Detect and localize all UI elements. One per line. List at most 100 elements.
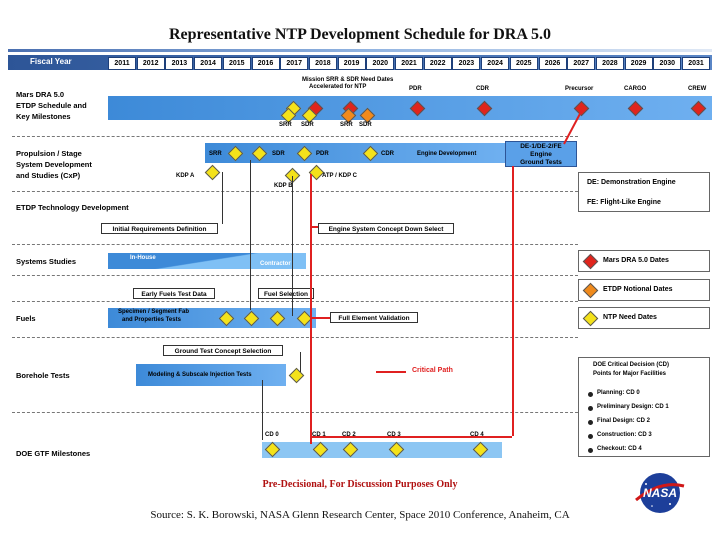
mission-callout-2: Accelerated for NTP bbox=[309, 84, 367, 90]
legend-cd-item: Checkout: CD 4 bbox=[597, 446, 642, 452]
prop-sdr-label: SDR bbox=[272, 151, 285, 157]
year-cell-2014: 2014 bbox=[194, 57, 223, 70]
bullet-icon bbox=[588, 448, 593, 453]
row-label-fuels: Fuels bbox=[16, 314, 36, 323]
connector-line bbox=[262, 380, 263, 440]
year-cell-2021: 2021 bbox=[395, 57, 423, 70]
legend-ntp-dates: NTP Need Dates bbox=[578, 307, 710, 329]
row-separator bbox=[12, 275, 578, 276]
header-rule bbox=[8, 49, 712, 52]
year-cell-2011: 2011 bbox=[108, 57, 136, 70]
atp-label: ATP / KDP C bbox=[322, 173, 358, 179]
cd3-label: CD 3 bbox=[387, 432, 401, 438]
legend-cd-item: Final Design: CD 2 bbox=[597, 418, 651, 424]
legend-yellow-diamond bbox=[582, 310, 599, 327]
row-separator bbox=[12, 412, 578, 413]
specimen-label: Specimen / Segment Fab bbox=[118, 309, 190, 315]
legend-red-diamond bbox=[582, 253, 599, 270]
bullet-icon bbox=[588, 392, 593, 397]
systems-studies-band bbox=[108, 253, 306, 269]
legend-mars-label: Mars DRA 5.0 Dates bbox=[603, 257, 669, 264]
doe-band bbox=[262, 442, 502, 458]
row-separator bbox=[12, 191, 578, 192]
legend-cd-title: DOE Critical Decision (CD) bbox=[593, 362, 670, 368]
cd0-label: CD 0 bbox=[265, 432, 279, 438]
full-element-box: Full Element Validation bbox=[330, 312, 418, 323]
precursor-label: Precursor bbox=[565, 86, 594, 92]
prop-pdr-label: PDR bbox=[316, 151, 329, 157]
legend-fe: FE: Flight-Like Engine bbox=[587, 199, 661, 206]
nasa-logo-icon: NASA bbox=[635, 473, 685, 513]
svg-text:NASA: NASA bbox=[643, 486, 677, 500]
mission-callout: Mission SRR & SDR Need Dates bbox=[302, 77, 394, 83]
source-citation: Source: S. K. Borowski, NASA Glenn Resea… bbox=[150, 509, 570, 521]
connector-line bbox=[292, 176, 293, 316]
critical-path-line bbox=[310, 174, 312, 444]
connector-line bbox=[222, 172, 223, 224]
prop-cdr-label: CDR bbox=[381, 151, 394, 157]
fiscal-year-label: Fiscal Year bbox=[30, 57, 72, 66]
critical-path-label: Critical Path bbox=[412, 367, 453, 374]
row-separator bbox=[12, 337, 578, 338]
year-cell-2015: 2015 bbox=[222, 57, 251, 70]
propulsion-band bbox=[205, 143, 505, 163]
row-separator bbox=[12, 301, 578, 302]
prop-srr-label: SRR bbox=[209, 151, 222, 157]
cargo-label: CARGO bbox=[624, 86, 647, 92]
critical-path-diagonal bbox=[563, 109, 583, 145]
legend-ntp-label: NTP Need Dates bbox=[603, 314, 657, 321]
year-cell-2030: 2030 bbox=[653, 57, 682, 70]
legend-cd-item: Construction: CD 3 bbox=[597, 432, 652, 438]
legend-engine-types: DE: Demonstration Engine FE: Flight-Like… bbox=[578, 172, 710, 212]
mars-pdr-label: PDR bbox=[409, 86, 422, 92]
year-cell-2024: 2024 bbox=[481, 57, 510, 70]
year-cell-2027: 2027 bbox=[567, 57, 596, 70]
engine-dev-label: Engine Development bbox=[417, 151, 477, 157]
initial-req-box: Initial Requirements Definition bbox=[101, 223, 218, 234]
row-label-doe: DOE GTF Milestones bbox=[16, 449, 91, 458]
year-cell-2029: 2029 bbox=[624, 57, 653, 70]
year-cell-2012: 2012 bbox=[136, 57, 165, 70]
specimen-band bbox=[108, 308, 316, 328]
year-cell-2019: 2019 bbox=[337, 57, 366, 70]
row-label-etdp: ETDP Technology Development bbox=[16, 203, 129, 212]
kdp-a-diamond bbox=[204, 164, 221, 181]
row-label-borehole: Borehole Tests bbox=[16, 371, 70, 380]
critical-path-line bbox=[310, 317, 330, 319]
legend-cd-item: Preliminary Design: CD 1 bbox=[597, 404, 669, 410]
year-cell-2020: 2020 bbox=[366, 57, 395, 70]
modeling-label: Modeling & Subscale Injection Tests bbox=[148, 372, 252, 378]
bullet-icon bbox=[588, 420, 593, 425]
ground-test-concept-box: Ground Test Concept Selection bbox=[163, 345, 283, 356]
specimen-label-2: and Properties Tests bbox=[122, 317, 181, 323]
bullet-icon bbox=[588, 434, 593, 439]
kdp-a-label: KDP A bbox=[176, 173, 195, 179]
cd2-label: CD 2 bbox=[342, 432, 356, 438]
connector-line bbox=[300, 352, 301, 372]
page-title: Representative NTP Development Schedule … bbox=[168, 26, 552, 43]
year-cell-2025: 2025 bbox=[509, 57, 538, 70]
srr-label: SRR bbox=[279, 122, 292, 128]
sdr-label: SDR bbox=[301, 122, 314, 128]
year-cell-2016: 2016 bbox=[251, 57, 280, 70]
year-cell-2023: 2023 bbox=[452, 57, 481, 70]
row-separator bbox=[12, 244, 578, 245]
legend-etdp-dates: ETDP Notional Dates bbox=[578, 279, 710, 301]
cd1-label: CD 1 bbox=[312, 432, 326, 438]
kdp-b-label: KDP B bbox=[274, 183, 293, 189]
legend-cd-item: Planning: CD 0 bbox=[597, 390, 640, 396]
crew-label: CREW bbox=[688, 86, 707, 92]
borehole-diamond bbox=[288, 367, 305, 384]
critical-path-line bbox=[310, 226, 318, 228]
legend-cd-title-2: Points for Major Facilities bbox=[593, 371, 667, 377]
legend-mars-dates: Mars DRA 5.0 Dates bbox=[578, 250, 710, 272]
in-house-label: In-House bbox=[130, 255, 156, 261]
modeling-band bbox=[136, 364, 286, 386]
legend-de: DE: Demonstration Engine bbox=[587, 179, 676, 186]
year-cell-2031: 2031 bbox=[682, 57, 710, 70]
bullet-icon bbox=[588, 406, 593, 411]
engine-concept-box: Engine System Concept Down Select bbox=[318, 223, 454, 234]
critical-path-line bbox=[312, 436, 512, 438]
